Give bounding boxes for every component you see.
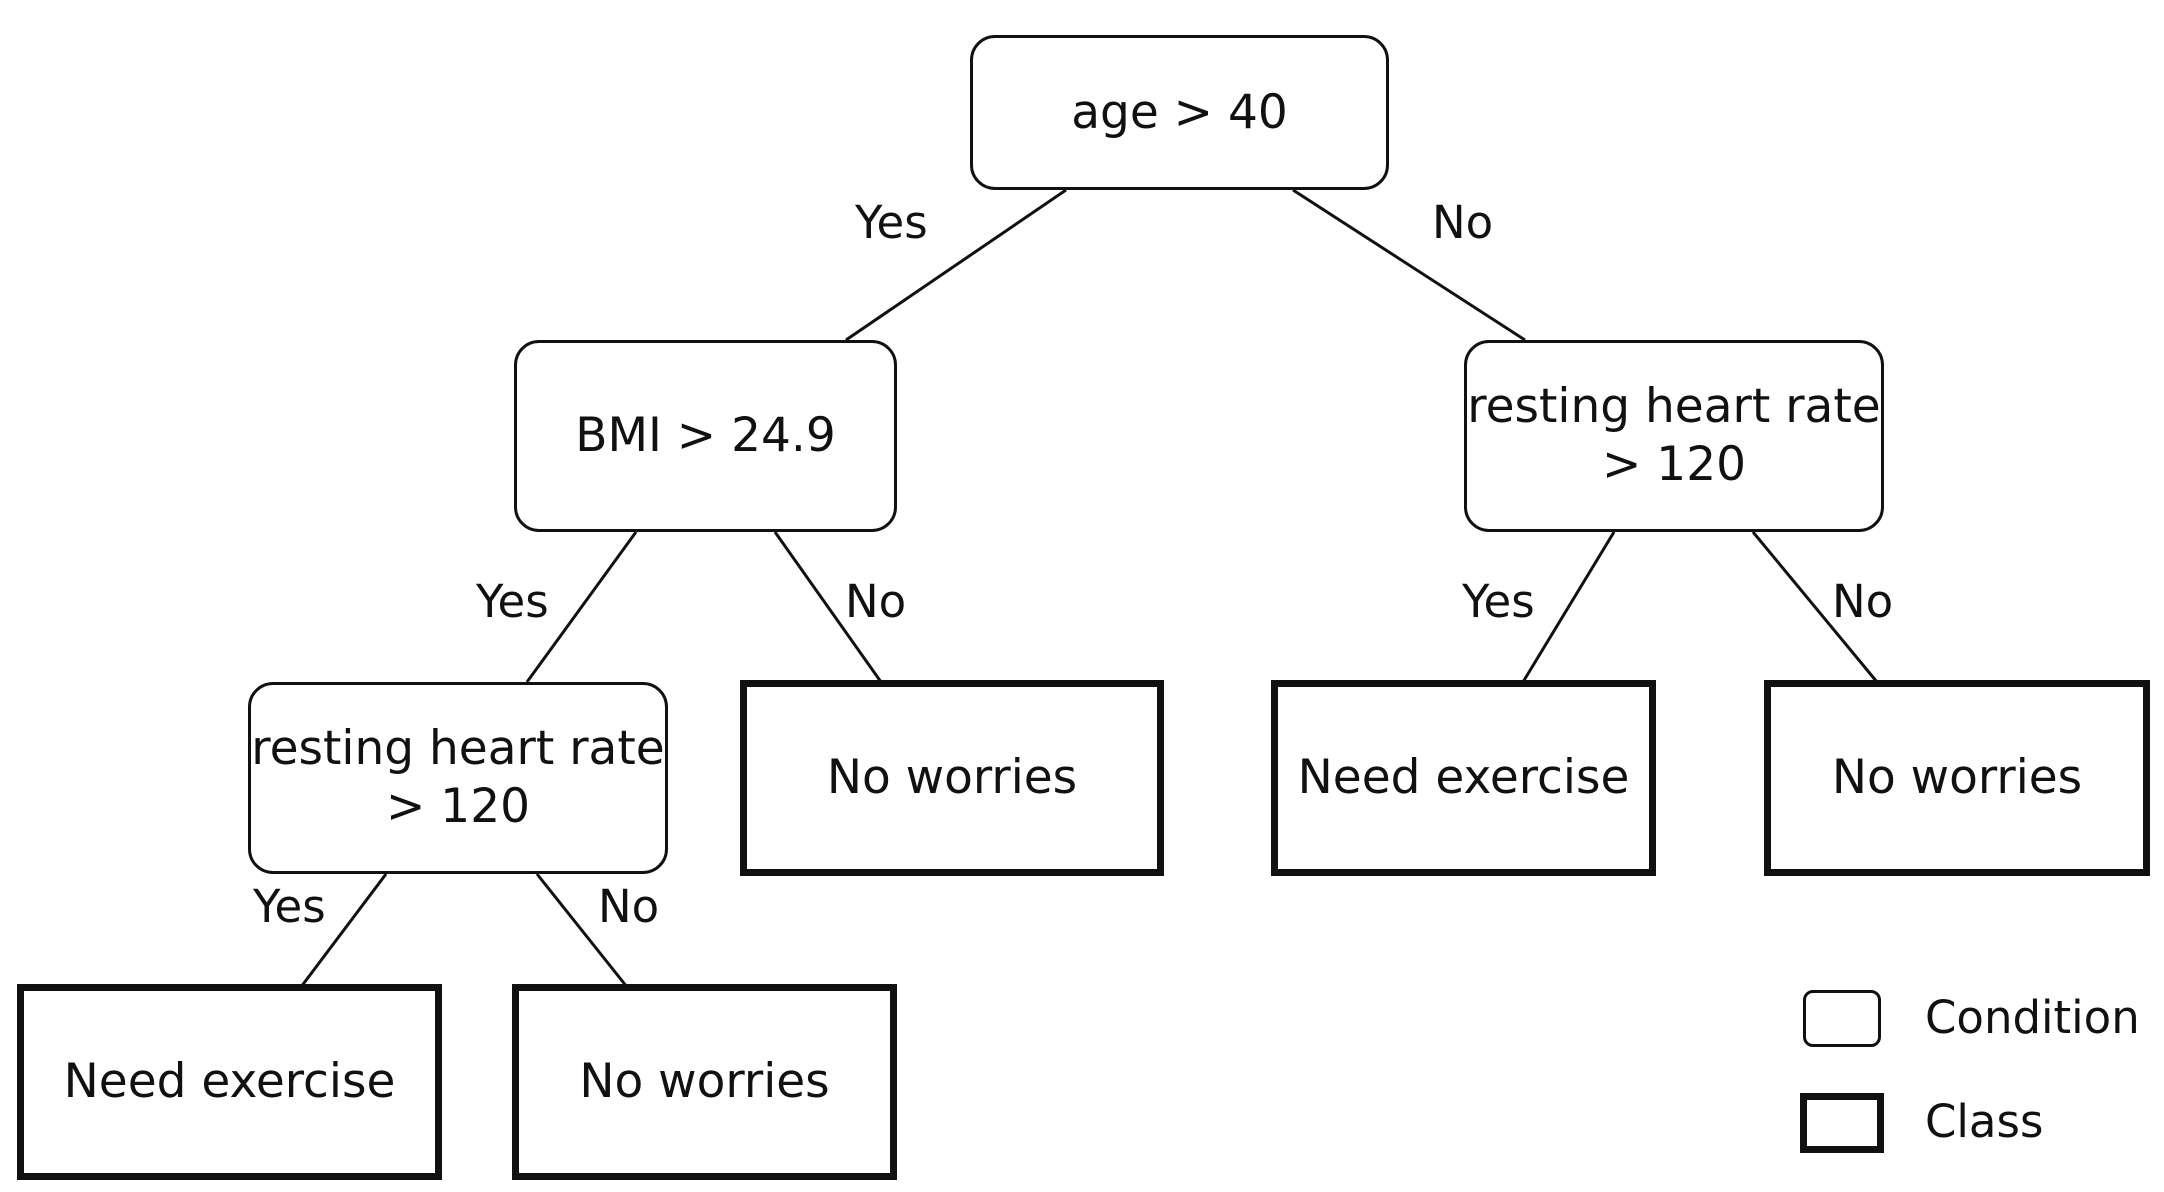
condition-node-resting-heart-rate-left: resting heart rate > 120 <box>248 682 668 874</box>
edge-label-yes: Yes <box>253 880 326 933</box>
legend-condition-swatch <box>1803 990 1881 1047</box>
legend-condition-label: Condition <box>1925 991 2140 1044</box>
edge-label-no: No <box>598 880 660 933</box>
class-text: No worries <box>579 1054 830 1109</box>
edge-root-bmi <box>845 188 1067 342</box>
edge-label-yes: Yes <box>855 196 928 249</box>
condition-node-resting-heart-rate-right: resting heart rate > 120 <box>1464 340 1884 532</box>
condition-text-line-2: > 120 <box>385 779 531 834</box>
condition-node-age: age > 40 <box>970 35 1389 190</box>
edge-label-no: No <box>845 575 907 628</box>
edge-rhr-right-leaf-yes <box>1521 531 1616 683</box>
legend-class-label: Class <box>1925 1095 2044 1148</box>
legend-class-swatch <box>1800 1093 1884 1153</box>
edge-rhr-left-leaf-yes <box>299 873 388 988</box>
edge-bmi-leaf-no <box>773 531 883 683</box>
edge-label-yes: Yes <box>476 575 549 628</box>
condition-text-line-2: > 120 <box>1601 437 1747 492</box>
class-text: No worries <box>826 750 1078 805</box>
condition-text: BMI > 24.9 <box>575 408 836 463</box>
edge-bmi-rhr-left <box>525 531 638 683</box>
edge-rhr-right-leaf-no <box>1751 531 1879 683</box>
edge-rhr-left-leaf-no <box>535 873 629 988</box>
class-node-no-worries-left: No worries <box>512 984 897 1180</box>
edge-root-rhr-right <box>1292 188 1526 342</box>
class-text: Need exercise <box>63 1054 396 1109</box>
condition-text-line-1: resting heart rate <box>1467 379 1881 434</box>
condition-text: age > 40 <box>1071 84 1288 140</box>
condition-node-bmi: BMI > 24.9 <box>514 340 897 532</box>
class-node-no-worries-right: No worries <box>1764 680 2150 876</box>
edge-label-no: No <box>1832 575 1894 628</box>
class-node-need-exercise-left: Need exercise <box>17 984 442 1180</box>
class-node-need-exercise-right: Need exercise <box>1271 680 1656 876</box>
class-node-no-worries-bmi: No worries <box>740 680 1164 876</box>
edge-label-no: No <box>1432 196 1494 249</box>
class-text: No worries <box>1831 750 2083 805</box>
class-text: Need exercise <box>1297 750 1630 805</box>
condition-text-line-1: resting heart rate <box>251 721 665 776</box>
edge-label-yes: Yes <box>1462 575 1535 628</box>
